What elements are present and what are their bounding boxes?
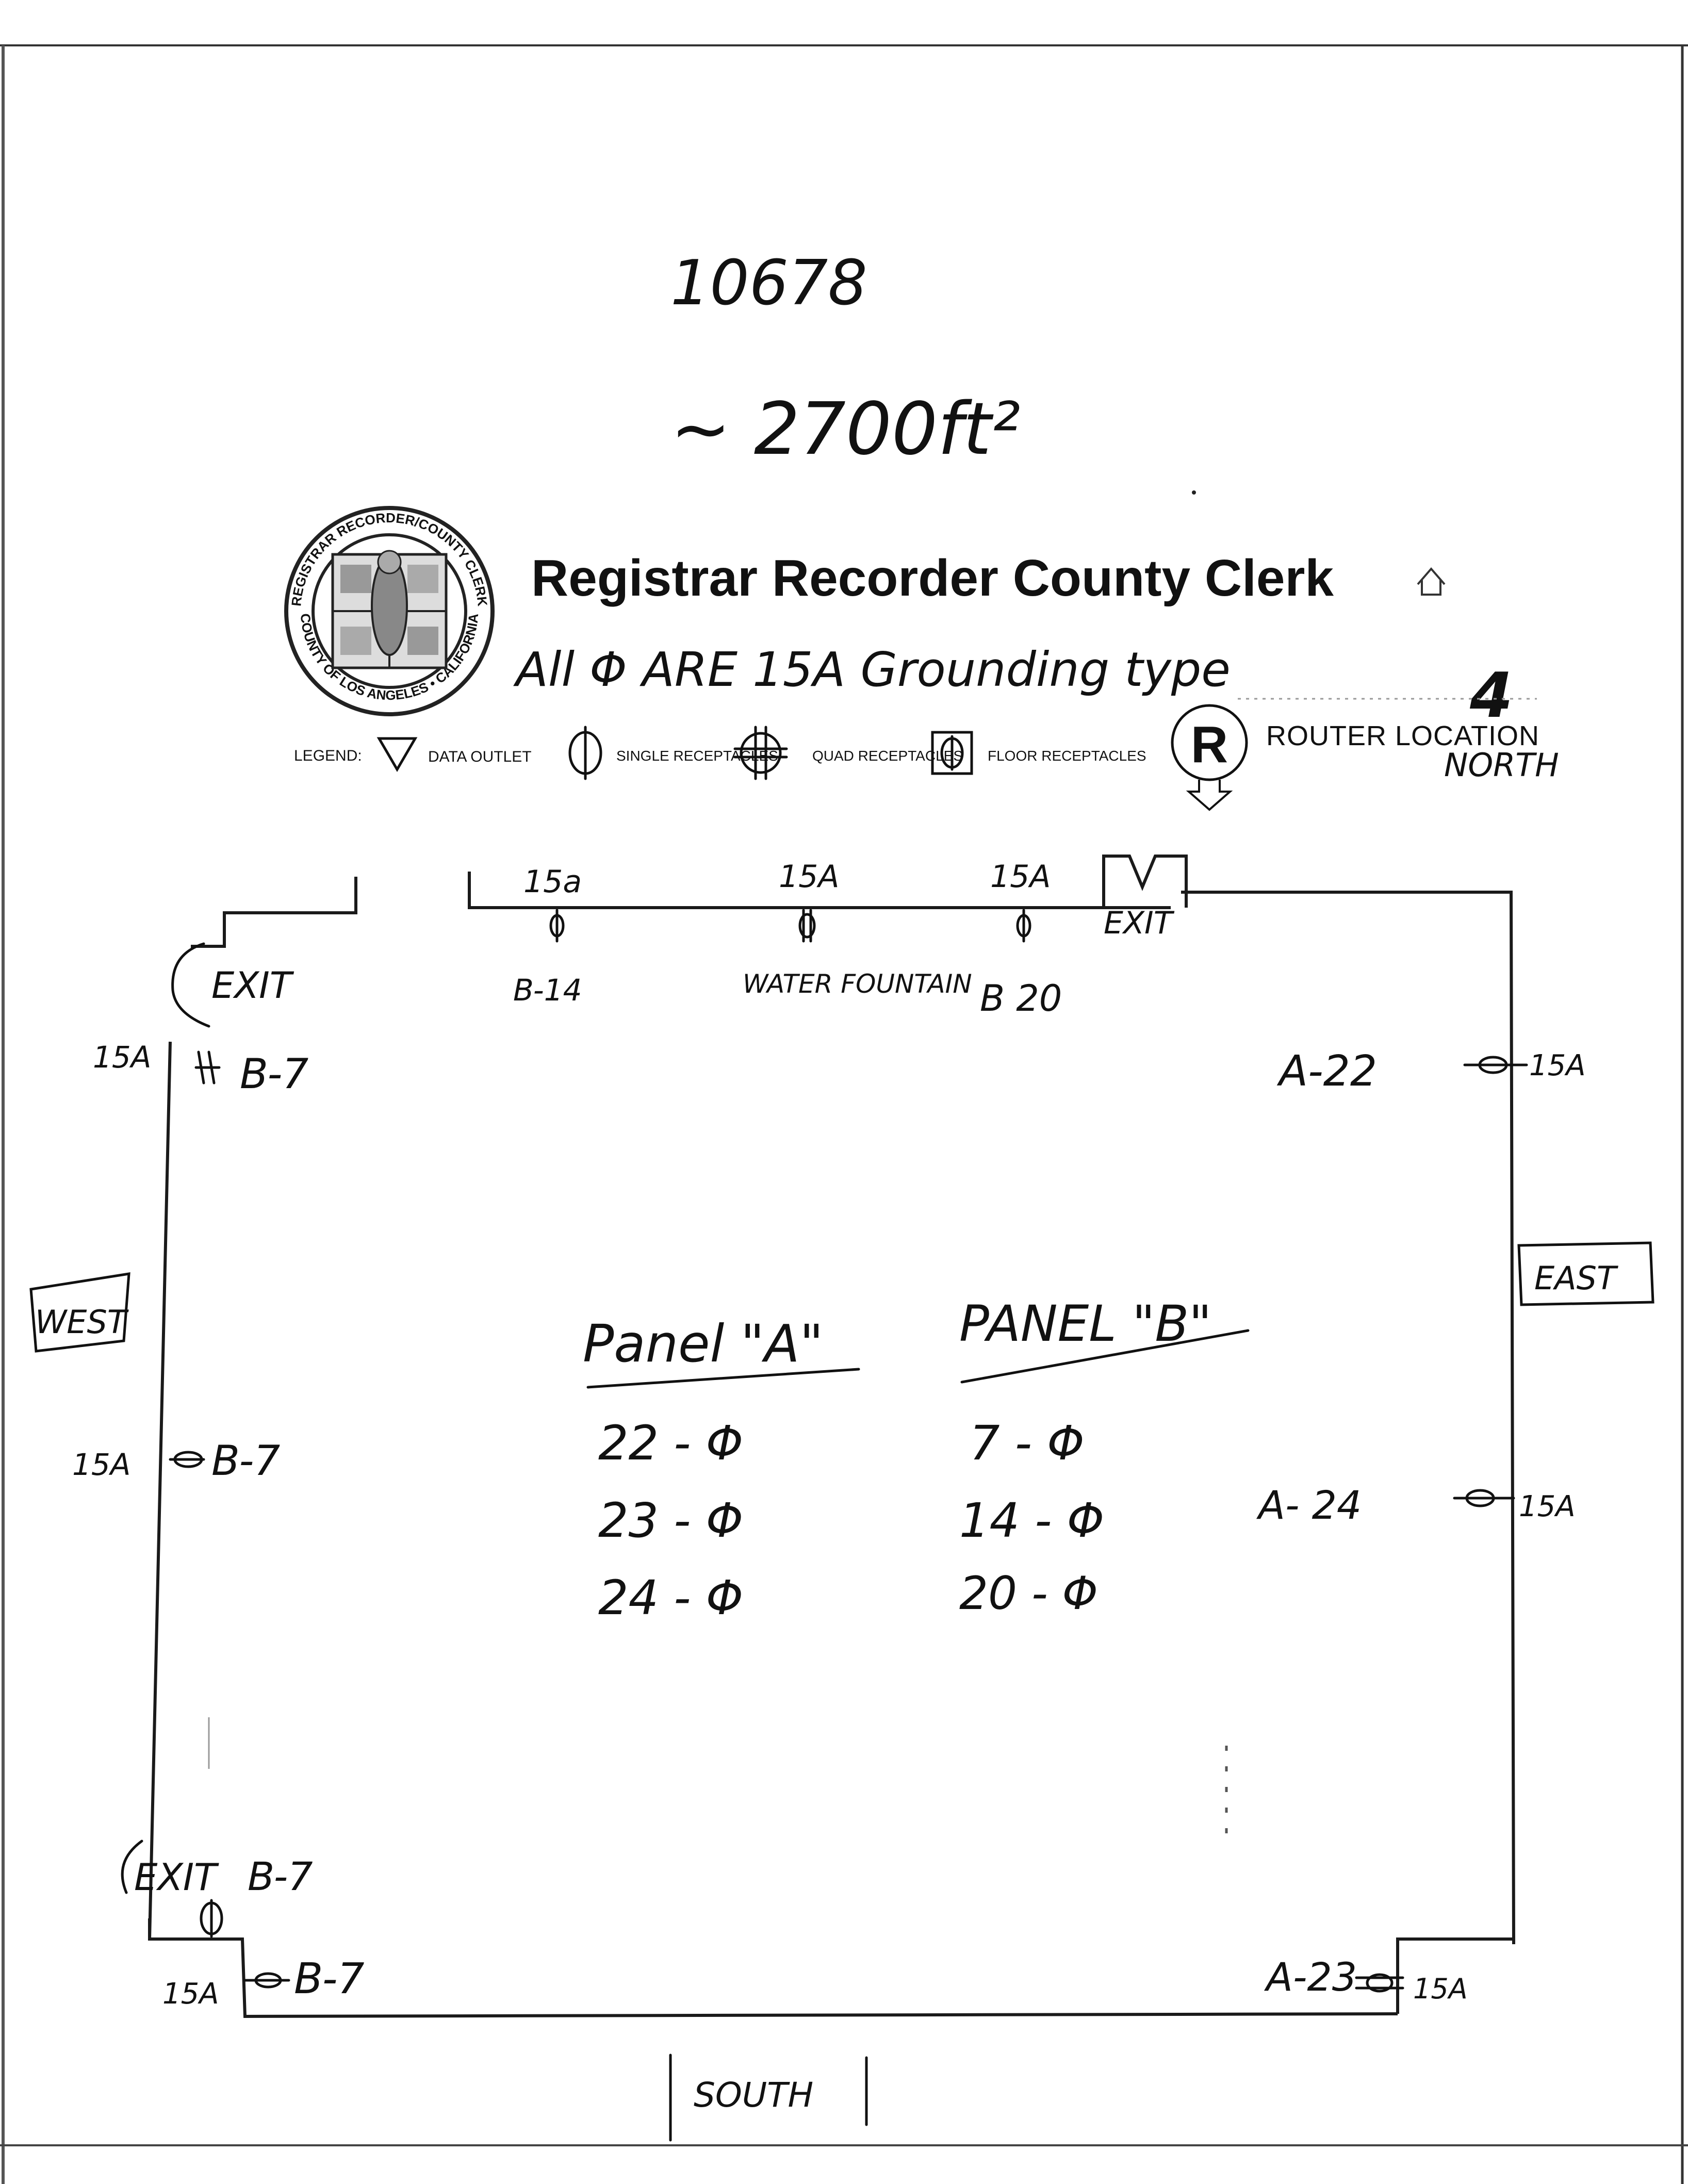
outlet-b14-label: B-14 bbox=[513, 973, 582, 1008]
legend-floor-receptacles: FLOOR RECEPTACLES bbox=[988, 748, 1146, 764]
exit-southwest-label: EXIT bbox=[134, 1855, 219, 1899]
panel-b-row-3: 20 - Φ bbox=[959, 1567, 1098, 1620]
exit-southwest: EXIT bbox=[121, 1840, 219, 1899]
panel-b: PANEL "B" 7 - Φ 14 - Φ 20 - Φ bbox=[959, 1295, 1250, 1620]
compass-east-label: EAST bbox=[1534, 1259, 1618, 1297]
legend-label: LEGEND: bbox=[294, 747, 362, 764]
data-outlet-icon bbox=[376, 737, 418, 772]
outlet-water-fountain-label: WATER FOUNTAIN bbox=[743, 969, 972, 999]
legend: LEGEND: DATA OUTLET SINGLE RECEPTACLES Q… bbox=[294, 660, 1559, 811]
panel-a-title: Panel "A" bbox=[583, 1313, 823, 1374]
outlet-water-fountain-rating: 15A bbox=[779, 859, 839, 895]
outlet-b20: 15A B 20 bbox=[980, 859, 1062, 1020]
outlet-west-sw-label: B-7 bbox=[294, 1955, 365, 2004]
exit-northwest: EXIT bbox=[171, 942, 294, 1028]
outlet-east-ne: A-22 15A bbox=[1276, 1047, 1586, 1096]
compass-east: EAST bbox=[1517, 1241, 1654, 1306]
job-number: 10678 bbox=[670, 248, 867, 319]
quad-receptacle-icon bbox=[733, 726, 788, 780]
outlet-west-nw-rating: 15A bbox=[93, 1040, 151, 1075]
outlet-west-sw: 15A B-7 bbox=[162, 1955, 365, 2011]
north-label: NORTH bbox=[1444, 746, 1559, 784]
outlet-west-nw-label: B-7 bbox=[240, 1050, 308, 1098]
outlet-west-exit-label: B-7 bbox=[248, 1853, 313, 1899]
exit-northwest-label: EXIT bbox=[211, 964, 294, 1007]
outlet-east-mid-rating: 15A bbox=[1519, 1490, 1576, 1523]
compass-south: SOUTH bbox=[669, 2054, 868, 2142]
outlet-west-mid: 15A B-7 bbox=[72, 1437, 280, 1485]
legend-router-location: ROUTER LOCATION bbox=[1266, 720, 1539, 751]
outlet-east-ne-rating: 15A bbox=[1529, 1049, 1586, 1082]
panel-b-row-1: 7 - Φ bbox=[970, 1416, 1085, 1471]
legend-data-outlet: DATA OUTLET bbox=[428, 748, 532, 765]
north-arrow-icon: 4 bbox=[1469, 660, 1513, 732]
room-walls bbox=[148, 855, 1515, 2018]
org-title: Registrar Recorder County Clerk bbox=[531, 549, 1334, 607]
panel-a-row-1: 22 - Φ bbox=[598, 1416, 743, 1471]
home-icon bbox=[1417, 567, 1446, 596]
outlet-b20-label: B 20 bbox=[980, 977, 1062, 1020]
outlet-b14-rating: 15a bbox=[523, 864, 582, 900]
single-receptacle-icon bbox=[568, 726, 602, 780]
router-letter: R bbox=[1191, 716, 1228, 774]
area-note: ~ 2700ft² bbox=[670, 387, 1020, 471]
outlet-east-mid: A- 24 15A bbox=[1256, 1482, 1576, 1528]
county-seal: REGISTRAR RECORDER/COUNTY CLERK COUNTY O… bbox=[284, 506, 495, 716]
grounding-note: All Φ ARE 15A Grounding type bbox=[513, 642, 1231, 697]
router-icon: R bbox=[1171, 704, 1248, 811]
outlet-east-mid-label: A- 24 bbox=[1256, 1482, 1362, 1528]
outlet-water-fountain: 15A WATER FOUNTAIN bbox=[743, 859, 972, 999]
outlet-west-nw: 15A B-7 bbox=[93, 1040, 308, 1098]
outlet-east-se: A-23 15A bbox=[1264, 1954, 1468, 2005]
compass-west: WEST bbox=[29, 1272, 130, 1353]
floor-receptacle-icon bbox=[931, 731, 973, 775]
panel-a-row-3: 24 - Φ bbox=[598, 1570, 743, 1625]
outlet-east-se-rating: 15A bbox=[1413, 1973, 1468, 2005]
panel-a-row-2: 23 - Φ bbox=[598, 1493, 743, 1548]
panel-b-title: PANEL "B" bbox=[959, 1295, 1211, 1353]
legend-quad-receptacles: QUAD RECEPTACLES bbox=[812, 748, 963, 764]
outlet-b14: 15a B-14 bbox=[513, 864, 582, 1008]
outlet-b20-rating: 15A bbox=[990, 859, 1051, 895]
outlet-west-sw-rating: 15A bbox=[162, 1977, 219, 2011]
outlet-west-mid-label: B-7 bbox=[211, 1437, 280, 1485]
compass-south-label: SOUTH bbox=[694, 2075, 813, 2115]
exit-north-label: EXIT bbox=[1104, 905, 1175, 941]
outlet-east-ne-label: A-22 bbox=[1276, 1047, 1377, 1096]
panel-a: Panel "A" 22 - Φ 23 - Φ 24 - Φ bbox=[583, 1313, 860, 1625]
outlet-west-exit: B-7 bbox=[200, 1853, 313, 1938]
panel-b-row-2: 14 - Φ bbox=[959, 1493, 1104, 1548]
outlet-west-mid-rating: 15A bbox=[72, 1447, 130, 1482]
outlet-east-se-label: A-23 bbox=[1264, 1954, 1357, 2000]
scan-speck bbox=[1192, 490, 1196, 495]
compass-west-label: WEST bbox=[35, 1303, 129, 1341]
